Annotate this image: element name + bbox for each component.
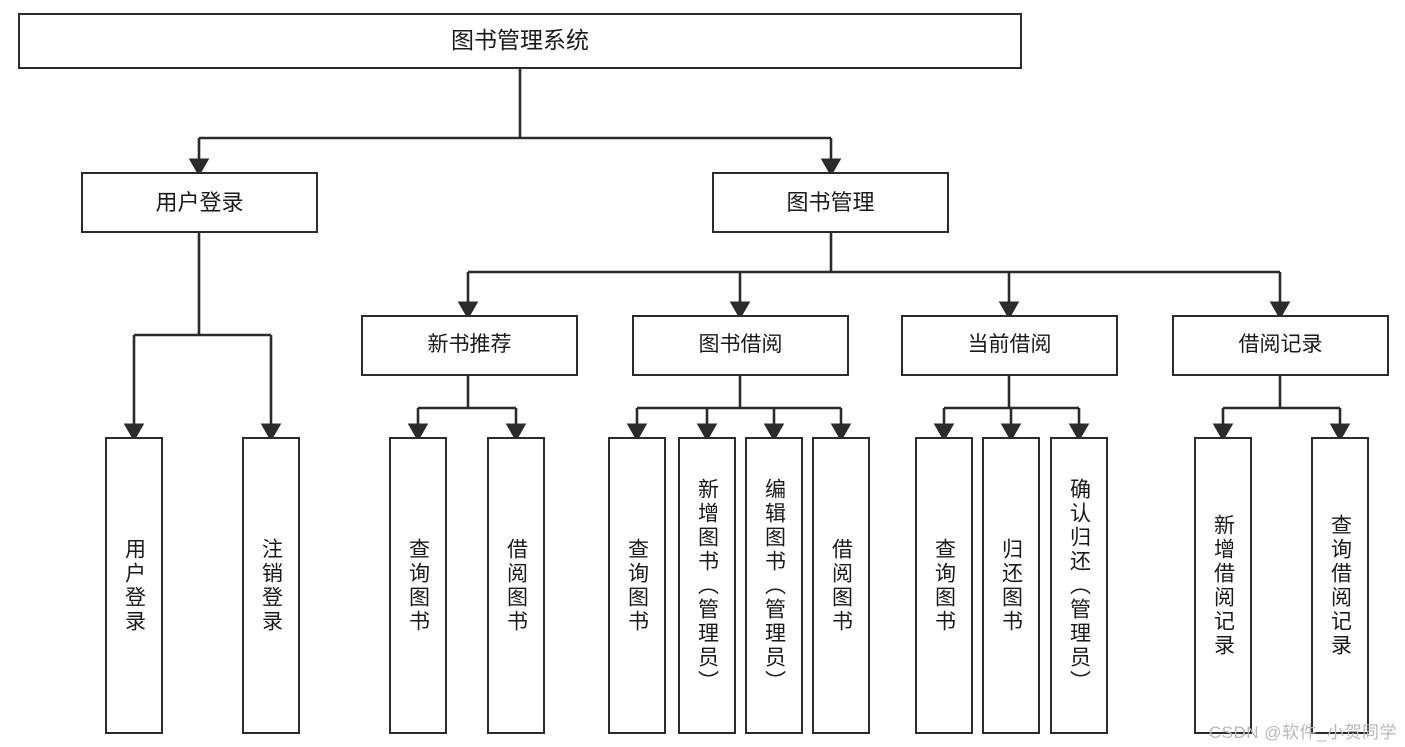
node-label: 图书管理系统 [451, 27, 589, 54]
node-label: 图书借阅 [698, 333, 783, 357]
node-label: 新增图书（管理员） [695, 477, 719, 694]
node-borrow-record[interactable]: 借阅记录 [1172, 315, 1389, 376]
leaf-current-borrow-return-book[interactable]: 归还图书 [982, 437, 1040, 734]
node-label: 查询借阅记录 [1328, 513, 1352, 658]
leaf-current-borrow-confirm-return-admin[interactable]: 确认归还（管理员） [1050, 437, 1108, 734]
leaf-book-borrow-borrow-book[interactable]: 借阅图书 [812, 437, 870, 734]
leaf-book-borrow-add-book-admin[interactable]: 新增图书（管理员） [678, 437, 736, 734]
leaf-new-book-query-book[interactable]: 查询图书 [389, 437, 447, 734]
node-label: 确认归还（管理员） [1067, 477, 1091, 694]
node-root-book-management-system[interactable]: 图书管理系统 [18, 13, 1022, 69]
leaf-current-borrow-query-book[interactable]: 查询图书 [915, 437, 973, 734]
leaf-new-book-borrow-book[interactable]: 借阅图书 [487, 437, 545, 734]
node-label: 归还图书 [999, 537, 1023, 634]
node-book-borrow[interactable]: 图书借阅 [632, 315, 849, 376]
node-label: 查询图书 [932, 537, 956, 634]
node-label: 用户登录 [122, 537, 146, 634]
leaf-borrow-record-add-record[interactable]: 新增借阅记录 [1194, 437, 1252, 734]
node-label: 新书推荐 [427, 333, 512, 357]
node-label: 编辑图书（管理员） [762, 477, 786, 694]
node-user-login[interactable]: 用户登录 [81, 172, 318, 233]
leaf-user-login-login[interactable]: 用户登录 [105, 437, 163, 734]
leaf-book-borrow-query-book[interactable]: 查询图书 [608, 437, 666, 734]
node-label: 借阅记录 [1238, 333, 1323, 357]
node-book-management[interactable]: 图书管理 [712, 172, 949, 233]
node-new-book-recommend[interactable]: 新书推荐 [361, 315, 578, 376]
node-label: 当前借阅 [967, 333, 1052, 357]
node-label: 新增借阅记录 [1211, 513, 1235, 658]
node-label: 注销登录 [259, 537, 283, 634]
leaf-borrow-record-query-record[interactable]: 查询借阅记录 [1311, 437, 1369, 734]
node-label: 借阅图书 [504, 537, 528, 634]
node-label: 查询图书 [625, 537, 649, 634]
node-label: 图书管理 [786, 189, 875, 215]
node-label: 借阅图书 [829, 537, 853, 634]
leaf-book-borrow-edit-book-admin[interactable]: 编辑图书（管理员） [745, 437, 803, 734]
watermark: CSDN @软件_小贺同学 [1208, 723, 1397, 742]
node-label: 用户登录 [155, 189, 244, 215]
node-current-borrow[interactable]: 当前借阅 [901, 315, 1118, 376]
node-label: 查询图书 [406, 537, 430, 634]
leaf-user-login-logout[interactable]: 注销登录 [242, 437, 300, 734]
